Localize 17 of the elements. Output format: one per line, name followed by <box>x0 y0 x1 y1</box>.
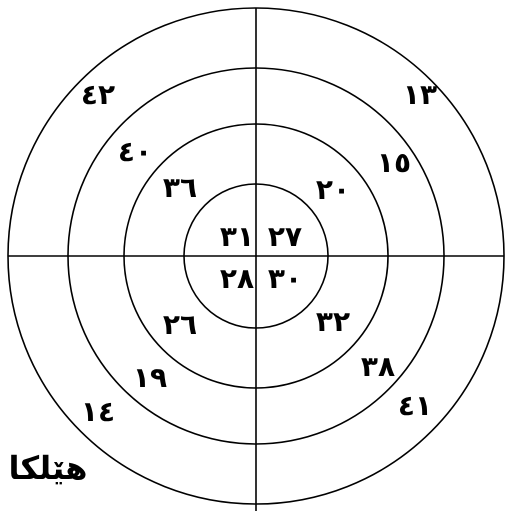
number-label: ٢٠ <box>316 176 350 204</box>
number-label: ٤١ <box>398 392 432 420</box>
heading-text: هێلکا <box>8 452 88 484</box>
number-label: ٢٧ <box>268 223 302 251</box>
number-label: ٢٨ <box>220 265 254 293</box>
number-label: ١٤ <box>80 398 116 426</box>
number-label: ٢٦ <box>162 311 198 339</box>
number-label: ٣١ <box>220 223 254 251</box>
number-label: ٤٠ <box>118 138 152 166</box>
number-label: ١٣ <box>402 81 438 109</box>
number-label: ١٥ <box>376 149 412 177</box>
number-label: ٤٢ <box>80 81 116 109</box>
number-label: ٣٢ <box>316 308 350 336</box>
number-label: ٣٦ <box>162 174 198 202</box>
number-label: ٣٨ <box>360 353 396 381</box>
number-label: ١٩ <box>132 364 168 392</box>
number-label: ٣٠ <box>268 265 302 293</box>
